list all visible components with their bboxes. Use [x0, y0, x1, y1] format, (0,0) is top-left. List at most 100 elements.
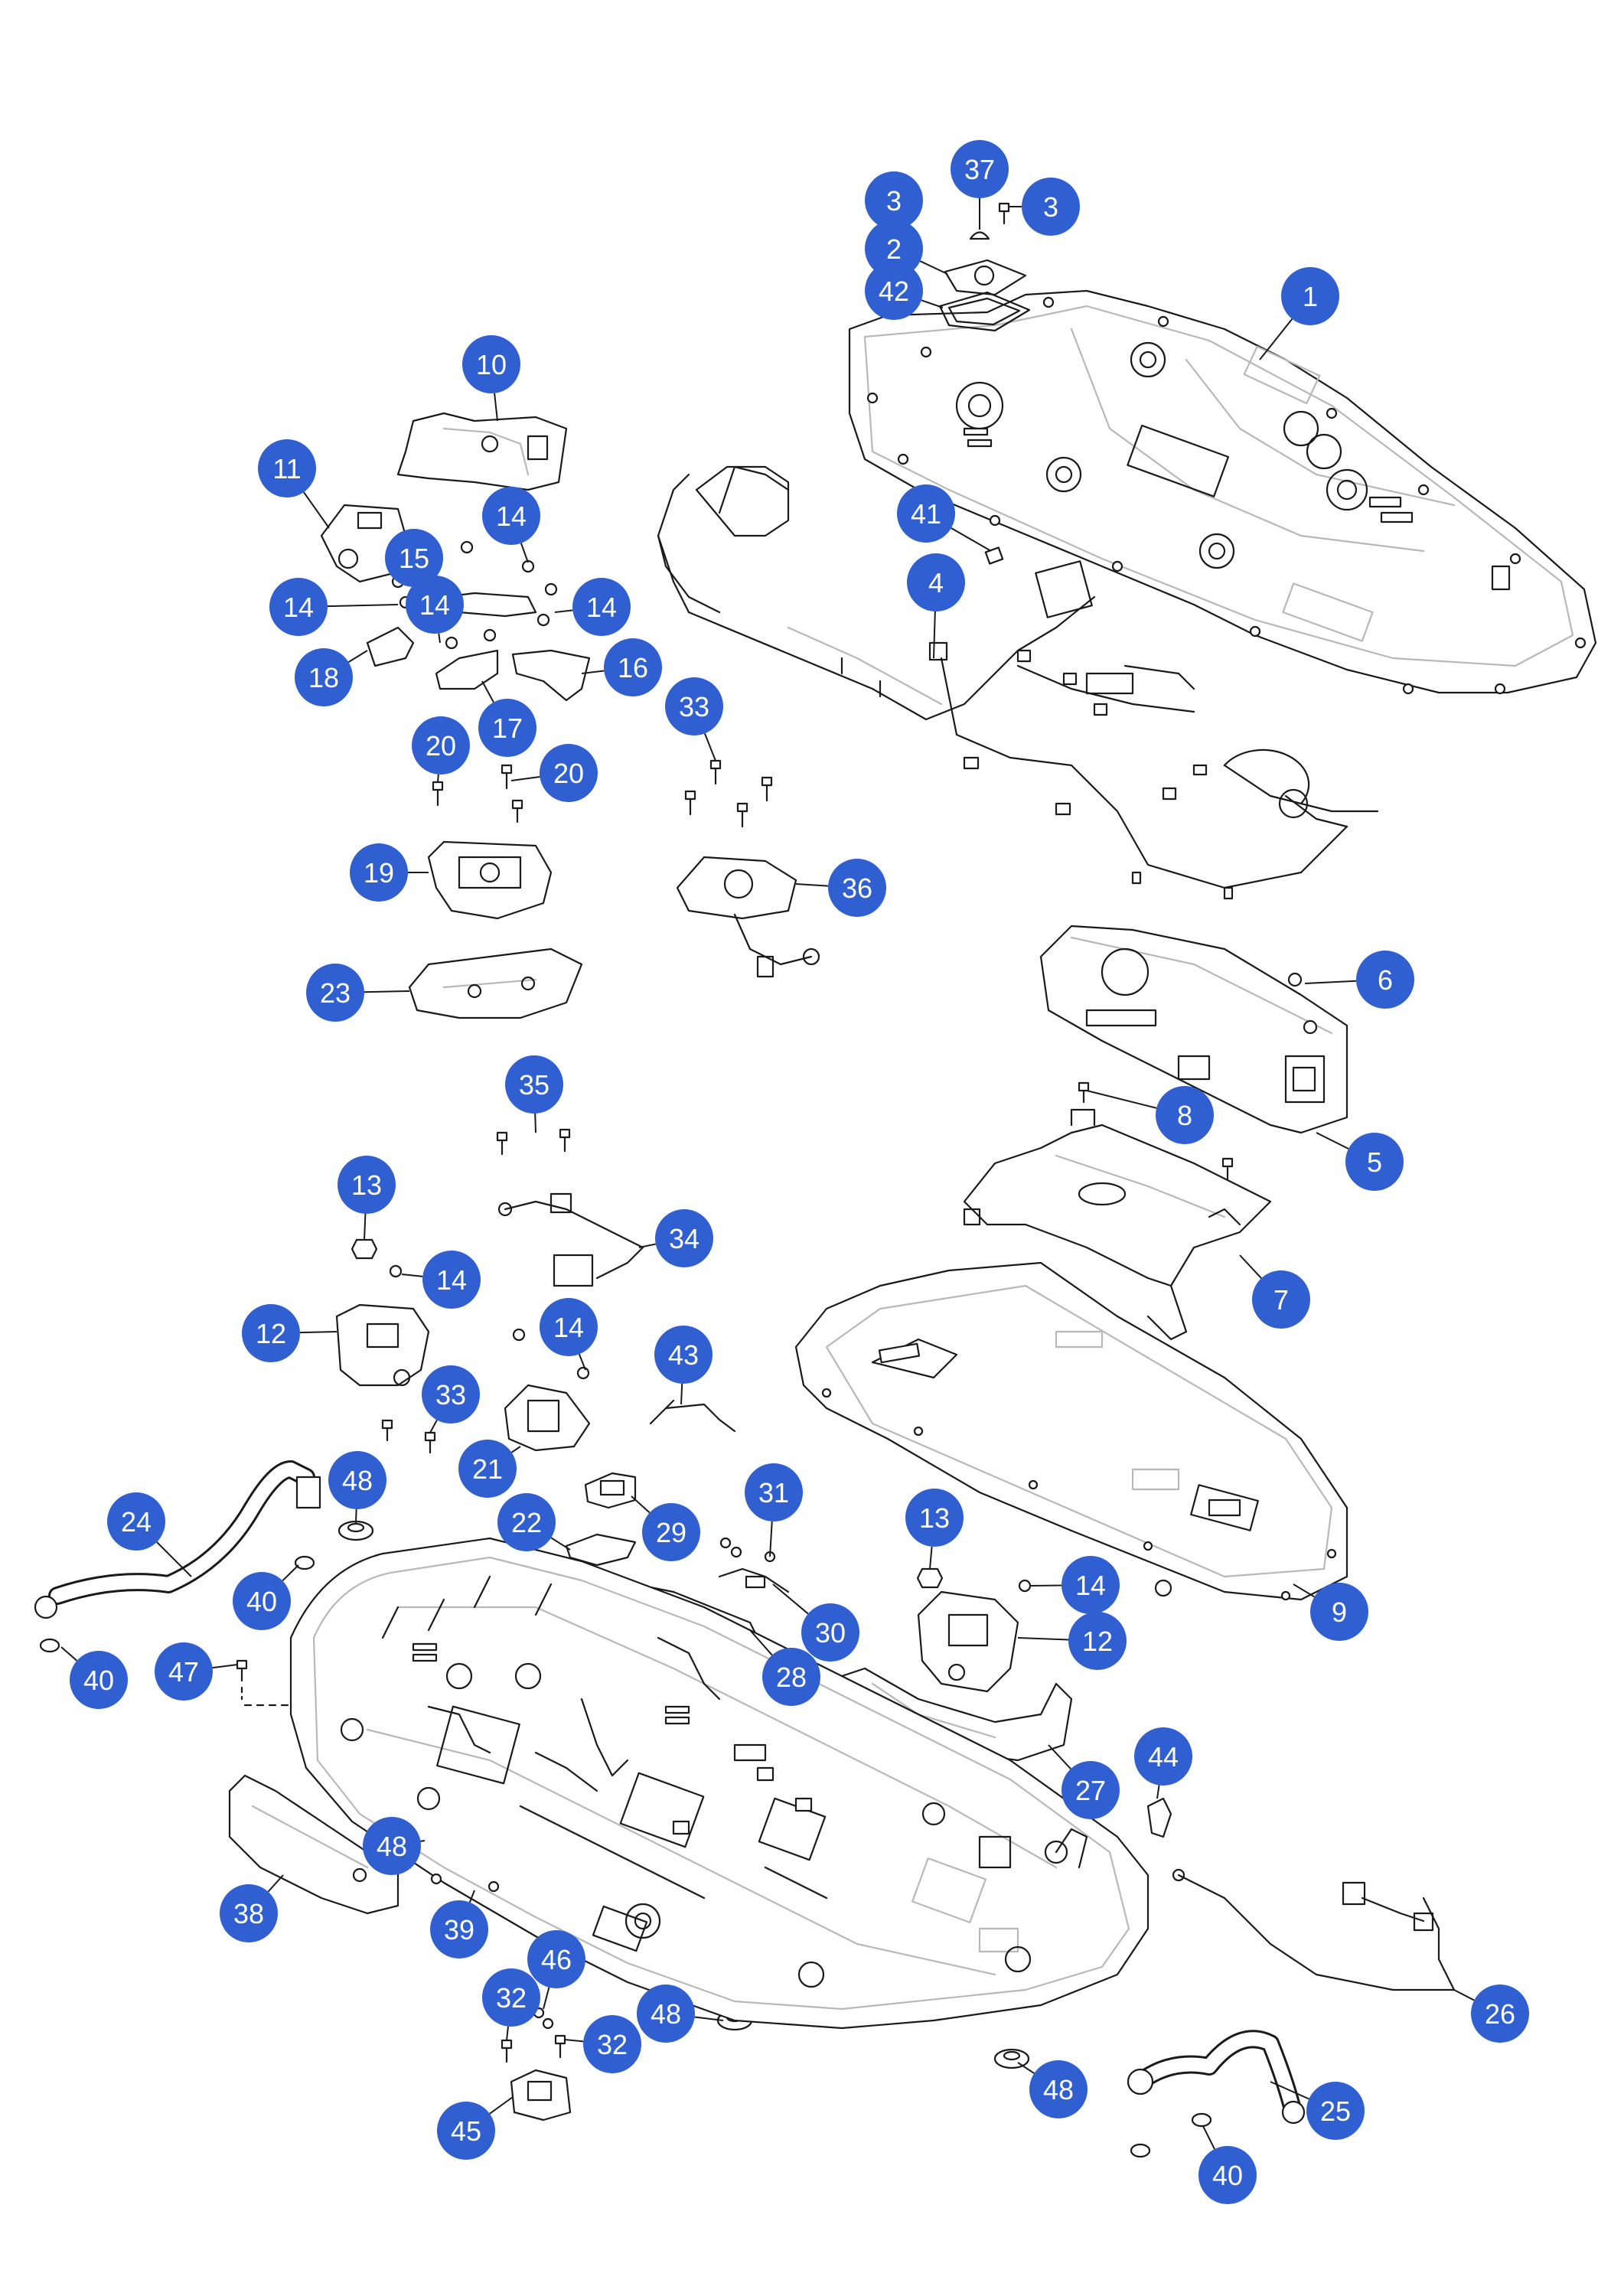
callout-number: 16: [618, 652, 648, 683]
part-nuts-31: [719, 1537, 776, 1563]
leader-line-c35: [534, 1113, 536, 1133]
leader-line-c28: [749, 1629, 773, 1656]
leader-line-c13b: [929, 1546, 933, 1570]
callout-c15: 15: [385, 529, 443, 587]
callout-number: 3: [886, 185, 902, 217]
leader-line-c29: [631, 1495, 651, 1514]
callout-number: 2: [886, 233, 902, 265]
callout-badge: [258, 439, 316, 497]
callout-number: 4: [928, 567, 944, 598]
leader-lines: [60, 191, 1475, 2150]
leader-line-c33a: [704, 732, 716, 762]
callout-badge: [637, 1985, 695, 2043]
part-mount-frame: [963, 1108, 1272, 1341]
callout-c3a: 3: [865, 171, 923, 230]
callout-number: 14: [586, 592, 617, 623]
part-oring-40a: [294, 1555, 315, 1570]
callout-number: 41: [911, 498, 941, 530]
callout-badge: [655, 1209, 713, 1267]
callout-number: 22: [511, 1507, 542, 1538]
part-coolant-hose-24: [34, 1460, 321, 1619]
callout-c14g: 14: [1061, 1556, 1120, 1614]
part-vent-cap: [969, 231, 990, 240]
callout-c24: 24: [107, 1492, 165, 1551]
callout-badge: [242, 1304, 300, 1362]
part-screw-small: [908, 188, 1010, 225]
callout-c14e: 14: [422, 1251, 481, 1309]
callout-number: 19: [364, 857, 394, 889]
callout-badge: [583, 2015, 641, 2073]
callout-badge: [269, 578, 328, 636]
callout-c7: 7: [1252, 1270, 1310, 1329]
callout-number: 39: [444, 1914, 474, 1945]
callout-c46: 46: [527, 1930, 585, 1988]
callout-c29: 29: [642, 1503, 700, 1561]
callout-badge: [572, 578, 631, 636]
callout-number: 17: [492, 713, 523, 744]
leader-line-c33b: [429, 1419, 438, 1433]
part-bracket-16: [511, 649, 591, 702]
callout-number: 10: [476, 349, 507, 380]
callout-badge: [430, 1900, 488, 1958]
callout-badge: [1061, 1556, 1120, 1614]
callout-badge: [1471, 1985, 1529, 2043]
part-fuse-plate-36: [676, 856, 820, 978]
part-fuse-30: [718, 1567, 790, 1593]
leader-line-c27: [1048, 1744, 1071, 1769]
callout-badge: [1029, 2060, 1088, 2118]
callout-c39: 39: [430, 1900, 488, 1958]
callout-number: 23: [320, 977, 351, 1009]
callout-number: 12: [1082, 1626, 1113, 1657]
callout-badge: [540, 1298, 598, 1356]
callout-badge: [482, 487, 540, 545]
callout-c48c: 48: [637, 1985, 695, 2043]
part-bolts-33-lower: [381, 1419, 436, 1454]
callout-number: 11: [272, 453, 301, 484]
leader-line-c9: [1293, 1583, 1315, 1598]
callout-badge: [1356, 951, 1414, 1009]
part-module-29: [584, 1472, 637, 1509]
callout-badge: [828, 859, 886, 917]
callout-c47: 47: [155, 1642, 213, 1701]
part-connector-block-19: [427, 840, 553, 920]
leader-line-c18: [347, 650, 368, 663]
callout-c32a: 32: [482, 1968, 540, 2027]
part-bolts-20: [432, 764, 523, 823]
part-relay-block-12b: [917, 1590, 1019, 1693]
part-lower-tray: [289, 1537, 1150, 2030]
callout-c40b: 40: [70, 1651, 128, 1709]
callout-c43: 43: [654, 1326, 713, 1384]
callout-number: 47: [168, 1656, 199, 1688]
part-bracket-17: [435, 649, 499, 690]
callout-c12b: 12: [1068, 1612, 1127, 1670]
callout-c38: 38: [220, 1884, 278, 1942]
callout-badge: [1022, 178, 1080, 236]
callout-c27: 27: [1061, 1761, 1120, 1819]
leader-line-c32b: [564, 2039, 584, 2043]
part-bolts-8: [1078, 1081, 1234, 1180]
callout-badge: [1281, 267, 1339, 325]
callout-number: 14: [436, 1264, 467, 1296]
callout-c30: 30: [801, 1603, 859, 1662]
callout-badge: [907, 553, 965, 612]
callout-badge: [338, 1156, 396, 1214]
callout-c16: 16: [604, 638, 662, 696]
leader-line-c34: [638, 1243, 656, 1248]
leader-line-c47: [212, 1664, 238, 1669]
leader-line-c48c: [694, 2016, 724, 2021]
leader-line-c25: [1270, 2081, 1309, 2100]
part-harness-34: [497, 1192, 644, 1287]
callout-number: 26: [1485, 1998, 1515, 2030]
callout-number: 48: [651, 1998, 681, 2030]
callout-badge: [905, 1489, 964, 1547]
leader-line-c45: [489, 2096, 514, 2115]
callout-badge: [642, 1503, 700, 1561]
callout-c37: 37: [951, 140, 1009, 198]
callout-badge: [665, 677, 723, 735]
part-nut-13-a: [351, 1238, 378, 1260]
callout-number: 48: [377, 1831, 407, 1862]
callout-c14f: 14: [540, 1298, 598, 1356]
callout-c48b: 48: [363, 1817, 421, 1875]
callout-number: 28: [776, 1662, 807, 1693]
part-sensor-block-21: [504, 1384, 591, 1452]
